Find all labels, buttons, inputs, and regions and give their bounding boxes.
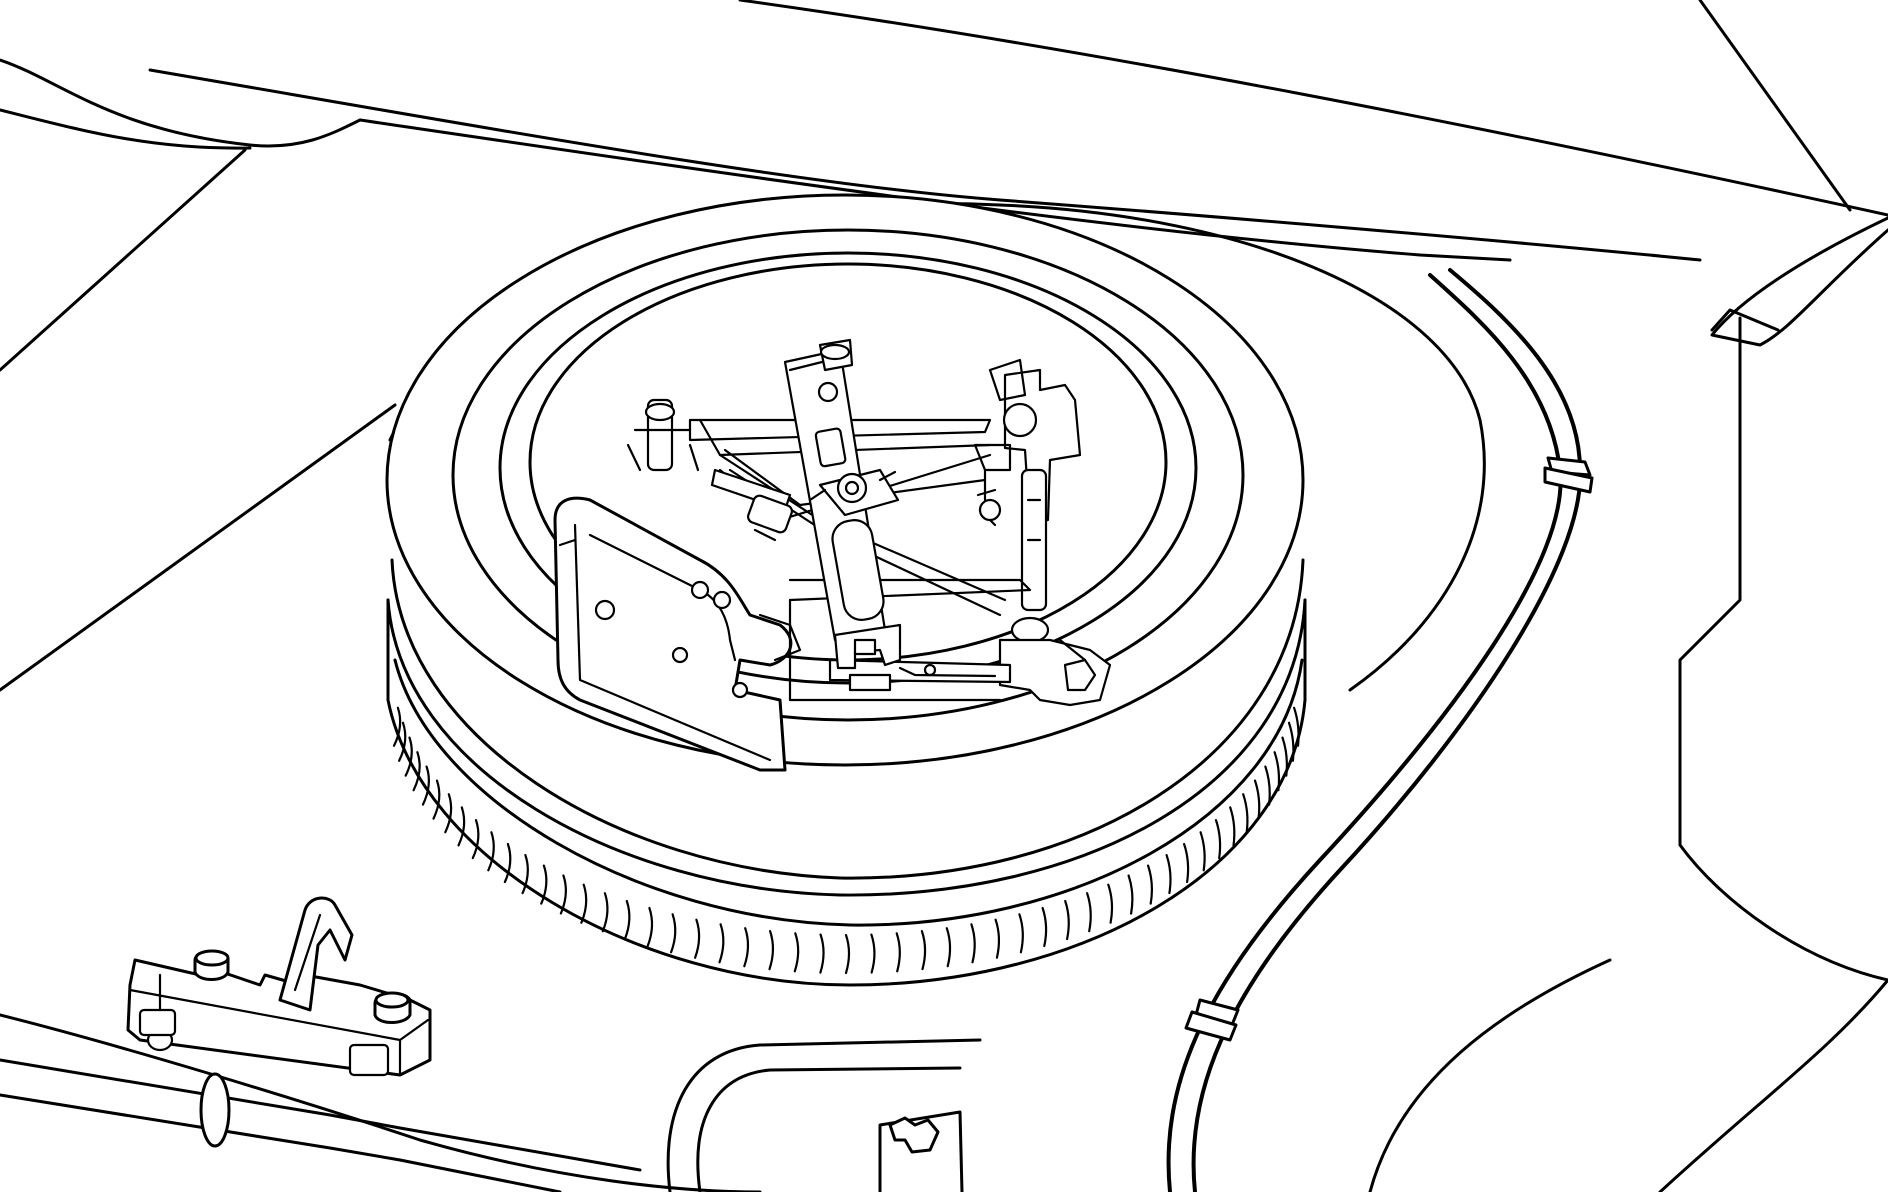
- tread-mark: [1107, 883, 1114, 924]
- tread-mark: [793, 932, 800, 973]
- tread-mark: [1064, 899, 1070, 941]
- rear-body-panel: [1368, 316, 1888, 1192]
- tread-mark: [1214, 819, 1222, 860]
- tread-mark: [743, 927, 750, 968]
- tread-mark: [1229, 806, 1236, 847]
- rear-lamp-cutout: [878, 1110, 964, 1192]
- tread-mark: [945, 927, 952, 968]
- tread-mark: [1199, 831, 1206, 872]
- tread-mark: [412, 751, 421, 792]
- tread-mark: [404, 736, 413, 777]
- tire-tread: [392, 706, 1300, 975]
- tread-mark: [1242, 793, 1249, 834]
- tread-mark: [1293, 706, 1300, 747]
- wiring-harness: [1166, 268, 1583, 1192]
- tread-mark: [870, 933, 876, 974]
- tread-mark: [1041, 906, 1048, 948]
- tread-mark: [1165, 854, 1172, 895]
- tread-mark: [1281, 736, 1288, 777]
- tread-mark: [1264, 765, 1271, 806]
- tread-mark: [1253, 779, 1261, 820]
- tread-mark: [1273, 751, 1281, 792]
- tread-mark: [1018, 913, 1024, 954]
- tread-mark: [844, 933, 851, 975]
- tread-mark: [920, 930, 927, 971]
- tread-mark: [819, 933, 825, 974]
- tread-mark: [421, 765, 430, 806]
- tread-mark: [895, 932, 901, 973]
- wheel-wrench: [783, 338, 902, 670]
- tread-mark: [540, 864, 548, 905]
- tread-mark: [392, 706, 402, 747]
- tread-mark: [580, 883, 588, 924]
- tread-mark: [444, 793, 453, 834]
- tread-mark: [503, 842, 512, 884]
- tread-mark: [601, 892, 609, 933]
- tread-mark: [994, 918, 1001, 959]
- tread-mark: [623, 899, 631, 941]
- tread-mark: [1086, 892, 1092, 933]
- tread-mark: [718, 923, 725, 964]
- tread-mark: [768, 930, 775, 971]
- tread-mark: [646, 906, 654, 948]
- jack-assembly: [626, 358, 1112, 707]
- tread-mark: [432, 779, 441, 820]
- tread-mark: [559, 874, 567, 915]
- tread-mark: [487, 831, 495, 872]
- tread-mark: [1127, 874, 1134, 915]
- jack-mounting-bracket: [553, 496, 802, 772]
- harness-clips: [1184, 456, 1594, 1042]
- tread-mark: [694, 918, 701, 959]
- tread-mark: [1147, 864, 1154, 905]
- tread-mark: [471, 819, 480, 860]
- tread-mark: [521, 854, 529, 895]
- tread-mark: [1287, 721, 1295, 762]
- tread-mark: [670, 913, 677, 954]
- trunk-lid-edge: [0, 0, 1888, 347]
- tread-mark: [970, 923, 976, 964]
- tread-mark: [457, 806, 466, 847]
- latch-striker: [0, 896, 642, 1192]
- tread-mark: [398, 721, 407, 762]
- tread-mark: [1183, 842, 1190, 884]
